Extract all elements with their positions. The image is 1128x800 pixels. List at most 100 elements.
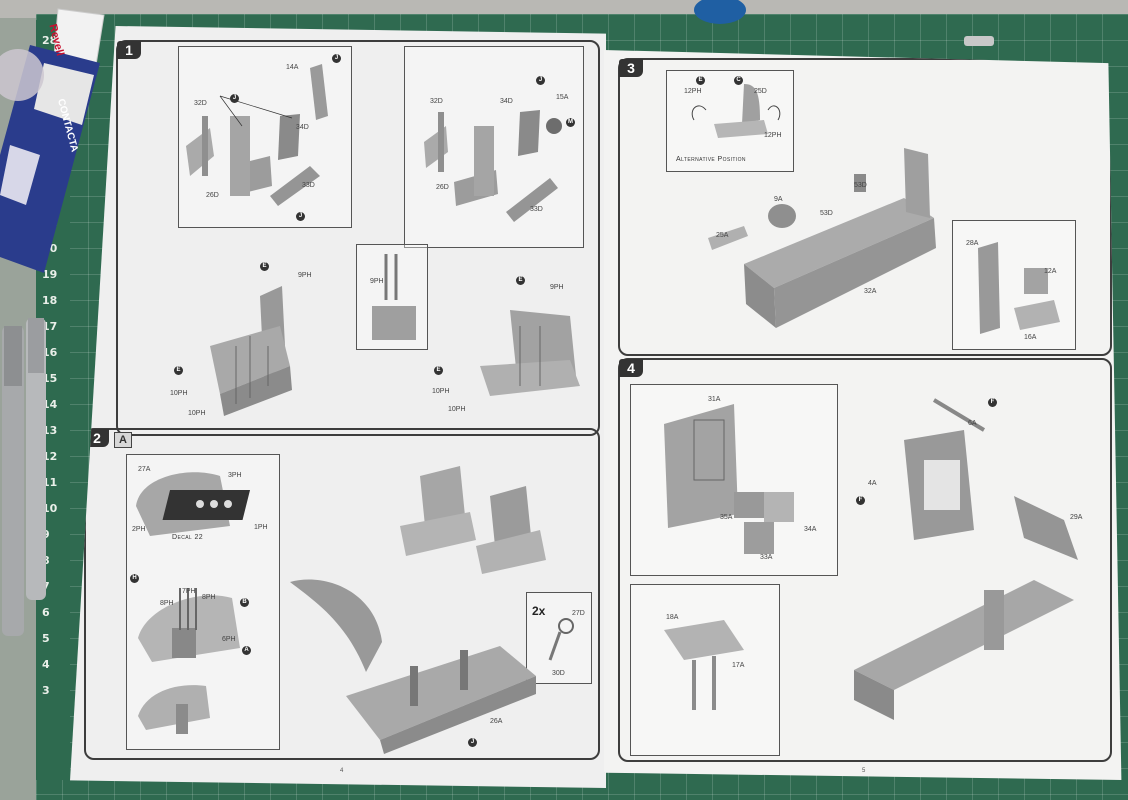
- step-number: 4: [619, 359, 643, 377]
- part-label: 25D: [754, 88, 767, 95]
- assembled-seat-left: [210, 286, 292, 416]
- part-label: 3PH: [228, 472, 242, 479]
- glue-tube-icon: [0, 8, 105, 273]
- callout-f: F: [856, 496, 865, 505]
- rudder-pedal-part: [548, 618, 574, 661]
- callout-h: H: [130, 574, 139, 583]
- workbench-edge: [0, 0, 1128, 18]
- part-label: 26A: [490, 718, 503, 725]
- callout-e: E: [174, 366, 183, 375]
- step-3-fuselage-floor: [708, 148, 936, 328]
- part-label: 32D: [430, 98, 443, 105]
- part-label: 34D: [500, 98, 513, 105]
- step-4-panel: 4: [618, 358, 1112, 762]
- callout-j: J: [332, 54, 341, 63]
- callout-e: E: [516, 276, 525, 285]
- part-label: 10PH: [448, 406, 466, 413]
- part-label: 9PH: [370, 278, 384, 285]
- bulkhead-detail-part: [978, 242, 1060, 334]
- step-number: 3: [619, 59, 643, 77]
- part-label: 53D: [854, 182, 867, 189]
- alternative-position-caption: Alternative Position: [676, 156, 746, 163]
- part-label: 12A: [1044, 268, 1057, 275]
- callout-e: E: [434, 366, 443, 375]
- alternative-position-box: [666, 70, 794, 172]
- part-label: 18A: [666, 614, 679, 621]
- alt-seat-part: [691, 84, 781, 138]
- instruction-page-right: 3 E C 12PH 25D 12PH Alternative Position…: [604, 50, 1122, 780]
- part-label: 8PH: [202, 594, 216, 601]
- part-label: 14A: [286, 64, 299, 71]
- part-label: 1PH: [254, 524, 268, 531]
- part-label: 35A: [720, 514, 733, 521]
- part-label: 28A: [966, 240, 979, 247]
- part-label: 2PH: [132, 526, 146, 533]
- callout-j: J: [536, 76, 545, 85]
- part-label: 31A: [708, 396, 721, 403]
- ruler-number: 5: [42, 632, 50, 645]
- seat-frame-exploded-left: [186, 64, 328, 206]
- page-number: 4: [340, 768, 344, 774]
- page-number: 5: [862, 768, 866, 774]
- part-label: 29A: [1070, 514, 1083, 521]
- console-bottom-part: [138, 685, 210, 734]
- step-1-panel: 1: [116, 40, 600, 436]
- part-label: 32D: [194, 100, 207, 107]
- part-label: 12PH: [764, 132, 782, 139]
- step-number: 2: [85, 429, 109, 447]
- part-label: 9A: [774, 196, 783, 203]
- callout-j: J: [296, 212, 305, 221]
- part-label: 6PH: [222, 636, 236, 643]
- bulkhead-part: [290, 579, 382, 672]
- part-label: 26D: [206, 192, 219, 199]
- instruction-page-left: 1 14A 32D 34D 26D 33D J J J 32D 34D 15A …: [70, 26, 606, 788]
- multiplier: 2x: [532, 604, 546, 618]
- step-2-panel: 2 A: [84, 428, 600, 760]
- part-label: 12PH: [684, 88, 702, 95]
- part-label: 15A: [556, 94, 569, 101]
- ruler-number: 18: [42, 294, 58, 307]
- ruler-number: 28: [42, 34, 58, 47]
- screw-icon: [964, 36, 994, 46]
- ruler-number: 4: [42, 658, 50, 671]
- step-2-seats: [400, 466, 546, 574]
- control-console-part: [138, 588, 240, 662]
- part-label: 10PH: [432, 388, 450, 395]
- callout-e: E: [696, 76, 705, 85]
- part-label: 6A: [968, 420, 977, 427]
- part-label: 34A: [804, 526, 817, 533]
- part-label: 10PH: [188, 410, 206, 417]
- part-label: 17A: [732, 662, 745, 669]
- part-label: 26D: [436, 184, 449, 191]
- callout-j: J: [468, 738, 477, 747]
- part-label: 27D: [572, 610, 585, 617]
- step-4-fuselage-assembly: [854, 398, 1078, 720]
- part-label: 7PH: [182, 588, 196, 595]
- part-label: 8PH: [160, 600, 174, 607]
- callout-c: C: [734, 76, 743, 85]
- ruler-number: 19: [42, 268, 58, 281]
- callout-j: J: [230, 94, 239, 103]
- part-label: 25A: [716, 232, 729, 239]
- part-label: 34D: [296, 124, 309, 131]
- part-label: 10PH: [170, 390, 188, 397]
- part-label: 30D: [552, 670, 565, 677]
- part-label: 27A: [138, 466, 151, 473]
- callout-e: E: [260, 262, 269, 271]
- part-label: 9PH: [298, 272, 312, 279]
- part-label: 9PH: [550, 284, 564, 291]
- assembled-seat-right: [480, 310, 580, 396]
- part-label: 33D: [302, 182, 315, 189]
- part-label: 33A: [760, 554, 773, 561]
- part-label: 16A: [1024, 334, 1037, 341]
- step-3-detail-right: [952, 220, 1076, 350]
- seat-frame-exploded-right: [424, 110, 562, 222]
- instrument-panel-part: [136, 472, 251, 536]
- step-3-panel: 3: [618, 58, 1112, 356]
- part-label: 32A: [864, 288, 877, 295]
- step-4-table-part: [664, 620, 744, 710]
- step-4-detail-bottom: [630, 584, 780, 756]
- hobby-knife-icon: [2, 318, 46, 636]
- callout-a: A: [242, 646, 251, 655]
- decal-label: Decal 22: [172, 534, 204, 541]
